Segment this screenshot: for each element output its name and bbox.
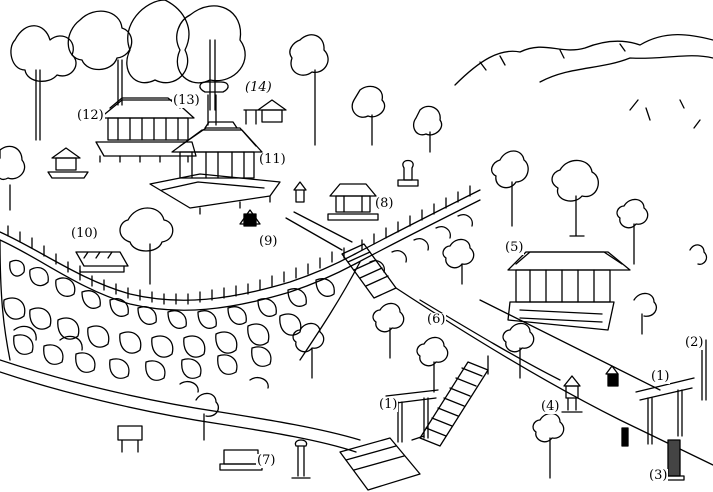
label-12: (12) — [76, 108, 105, 123]
label-2: (2) — [684, 335, 705, 350]
building-10 — [75, 251, 129, 273]
mountain-ridges — [454, 34, 713, 86]
object-9 — [239, 209, 261, 227]
upper-forest — [0, 0, 701, 211]
tree-left-center — [119, 207, 174, 285]
lamp-post-lower — [291, 439, 311, 479]
main-hall-11 — [149, 121, 281, 215]
label-8: (8) — [374, 196, 395, 211]
sacred-tree-13 — [199, 81, 229, 126]
label-1-torii-right: (1) — [650, 369, 671, 384]
label-6: (6) — [426, 312, 447, 327]
lantern-right — [605, 365, 619, 387]
pillar-2 — [701, 339, 707, 401]
lantern-small — [621, 427, 629, 447]
label-5: (5) — [504, 240, 525, 255]
label-9: (9) — [258, 234, 279, 249]
label-7: (7) — [256, 453, 277, 468]
lanterns-upper — [293, 159, 419, 203]
label-1-torii-lower: (1) — [378, 397, 399, 412]
stone-marker-3 — [663, 439, 685, 481]
trees-right — [442, 150, 708, 285]
building-5 — [507, 251, 631, 331]
approach-road — [395, 287, 713, 466]
torii-gate-right — [635, 377, 695, 445]
stone-wall-right — [354, 185, 481, 273]
building-14 — [243, 99, 287, 125]
label-14: (14) — [244, 80, 273, 95]
wall-staircase — [341, 243, 397, 299]
small-left-shrine — [47, 147, 89, 179]
label-13: (13) — [172, 93, 201, 108]
building-8 — [327, 183, 379, 221]
label-3: (3) — [648, 468, 669, 483]
building-12 — [95, 97, 197, 163]
lower-walkway — [0, 359, 421, 491]
lower-staircase-6 — [411, 355, 489, 447]
foreground-shrubs — [13, 292, 658, 479]
stone-lantern-4 — [561, 375, 583, 413]
upper-walkway — [285, 211, 353, 251]
label-10: (10) — [70, 226, 99, 241]
label-4: (4) — [540, 399, 561, 414]
stone-wall-main — [0, 225, 361, 381]
signboard-lower — [117, 425, 143, 453]
label-11: (11) — [258, 152, 287, 167]
